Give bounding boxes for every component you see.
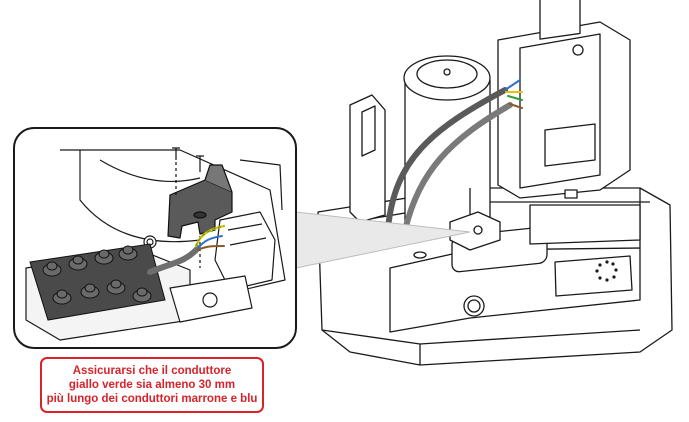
warning-line-2: giallo verde sia almeno 30 mm xyxy=(68,379,236,391)
warning-line-3: più lungo dei conduttori marrone e blu xyxy=(46,393,258,405)
detail-inset xyxy=(13,127,297,349)
cable-grommets xyxy=(29,243,166,321)
power-cable xyxy=(385,79,523,233)
warning-line-1: Assicurarsi che il conduttore xyxy=(72,365,232,377)
warning-note: Assicurarsi che il conduttore giallo ver… xyxy=(40,357,264,413)
gearmotor-unit xyxy=(317,0,673,366)
conductor-wires xyxy=(147,224,226,275)
cable-clamp xyxy=(167,164,233,239)
fixing-screws xyxy=(172,147,204,268)
